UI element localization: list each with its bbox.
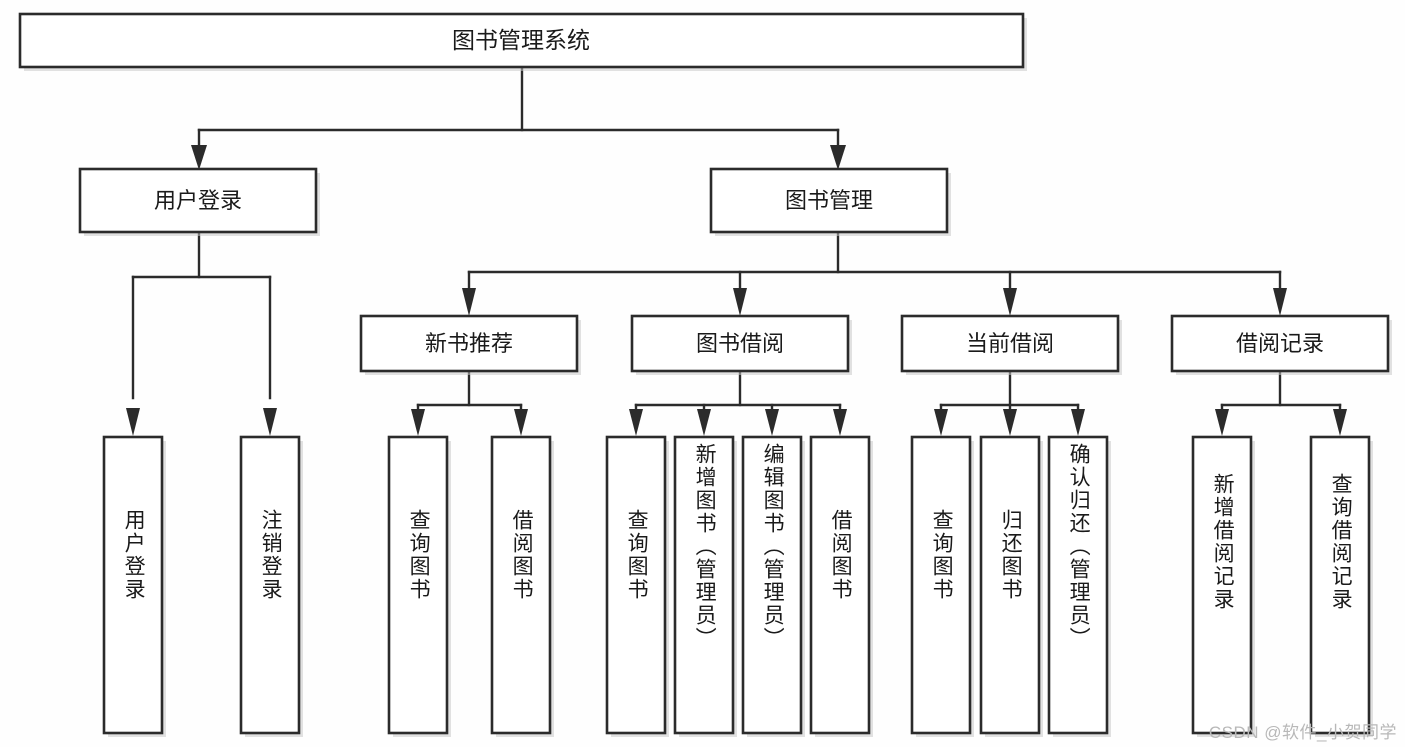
leaf-borrow-book-b-box[interactable]	[809, 435, 871, 735]
arrow-to-leaf-query-record	[1333, 409, 1347, 436]
leaf-edit-book-box[interactable]	[741, 435, 803, 735]
arrow-to-leaf-query-book-b	[629, 409, 643, 436]
arrow-to-user-login	[191, 145, 207, 170]
leaf-edit-book[interactable]	[741, 435, 805, 737]
leaf-add-book-box[interactable]	[673, 435, 735, 735]
node-user-login[interactable]: 用户登录	[78, 167, 320, 236]
arrow-to-leaf-edit-book	[765, 409, 779, 436]
node-book-manage-label: 图书管理	[785, 188, 873, 213]
edges-layer	[126, 67, 1347, 436]
leaf-query-book-b[interactable]	[605, 435, 669, 737]
node-book-borrow[interactable]: 图书借阅	[630, 314, 852, 375]
arrow-to-leaf-borrow-book-a	[514, 409, 528, 436]
node-borrow-record[interactable]: 借阅记录	[1170, 314, 1392, 375]
leaf-query-record[interactable]	[1309, 435, 1373, 737]
leaf-borrow-book-b[interactable]	[809, 435, 873, 737]
arrow-to-new-book-rec	[462, 288, 476, 316]
arrow-to-borrow-record	[1273, 288, 1287, 316]
leaf-add-book[interactable]	[673, 435, 737, 737]
leaf-logout-box[interactable]	[239, 435, 301, 735]
arrow-to-leaf-query-book-c	[934, 409, 948, 436]
node-user-login-box[interactable]	[78, 167, 318, 234]
nodes-layer: 图书管理系统 用户登录 图书管理 新书推荐	[18, 12, 1392, 737]
node-new-book-rec[interactable]: 新书推荐	[359, 314, 581, 375]
node-new-book-rec-label: 新书推荐	[425, 331, 513, 356]
arrow-to-current-borrow	[1003, 288, 1017, 316]
arrow-to-leaf-query-book-a	[411, 409, 425, 436]
leaf-add-record-box[interactable]	[1191, 435, 1253, 735]
leaf-confirm-return[interactable]	[1047, 435, 1111, 737]
arrow-to-leaf-borrow-book-b	[833, 409, 847, 436]
node-book-borrow-label: 图书借阅	[696, 331, 784, 356]
arrow-to-leaf-logout	[263, 408, 277, 436]
leaf-query-book-b-box[interactable]	[605, 435, 667, 735]
arrow-to-leaf-user-login	[126, 408, 140, 436]
leaf-query-book-a[interactable]	[387, 435, 451, 737]
leaf-query-book-c-box[interactable]	[910, 435, 972, 735]
leaf-confirm-return-box[interactable]	[1047, 435, 1109, 735]
arrow-to-leaf-return-book	[1003, 409, 1017, 436]
csdn-watermark: CSDN @软件_小贺同学	[1208, 723, 1397, 742]
leaf-logout[interactable]	[239, 435, 303, 737]
arrow-to-book-manage	[830, 145, 846, 170]
node-user-login-label: 用户登录	[154, 188, 242, 213]
node-book-manage-box[interactable]	[709, 167, 949, 234]
node-borrow-record-box[interactable]	[1170, 314, 1390, 373]
leaf-query-record-box[interactable]	[1309, 435, 1371, 735]
leaf-query-book-c[interactable]	[910, 435, 974, 737]
node-borrow-record-label: 借阅记录	[1236, 331, 1324, 356]
leaf-user-login[interactable]	[102, 435, 166, 737]
node-current-borrow-label: 当前借阅	[966, 331, 1054, 356]
leaf-query-book-a-box[interactable]	[387, 435, 449, 735]
node-new-book-rec-box[interactable]	[359, 314, 579, 373]
arrow-to-book-borrow	[733, 288, 747, 316]
node-current-borrow[interactable]: 当前借阅	[900, 314, 1122, 375]
leaf-user-login-box[interactable]	[102, 435, 164, 735]
arrow-to-leaf-add-book	[697, 409, 711, 436]
node-root[interactable]: 图书管理系统	[18, 12, 1027, 71]
node-root-label: 图书管理系统	[452, 27, 590, 53]
arrow-to-leaf-add-record	[1215, 409, 1229, 436]
leaf-return-book-box[interactable]	[979, 435, 1041, 735]
leaf-borrow-book-a[interactable]	[490, 435, 554, 737]
node-book-borrow-box[interactable]	[630, 314, 850, 373]
leaf-borrow-book-a-box[interactable]	[490, 435, 552, 735]
node-book-manage[interactable]: 图书管理	[709, 167, 951, 236]
leaf-return-book[interactable]	[979, 435, 1043, 737]
node-current-borrow-box[interactable]	[900, 314, 1120, 373]
leaf-add-record[interactable]	[1191, 435, 1255, 737]
arrow-to-leaf-confirm-return	[1071, 409, 1085, 436]
node-root-box[interactable]	[18, 12, 1025, 69]
